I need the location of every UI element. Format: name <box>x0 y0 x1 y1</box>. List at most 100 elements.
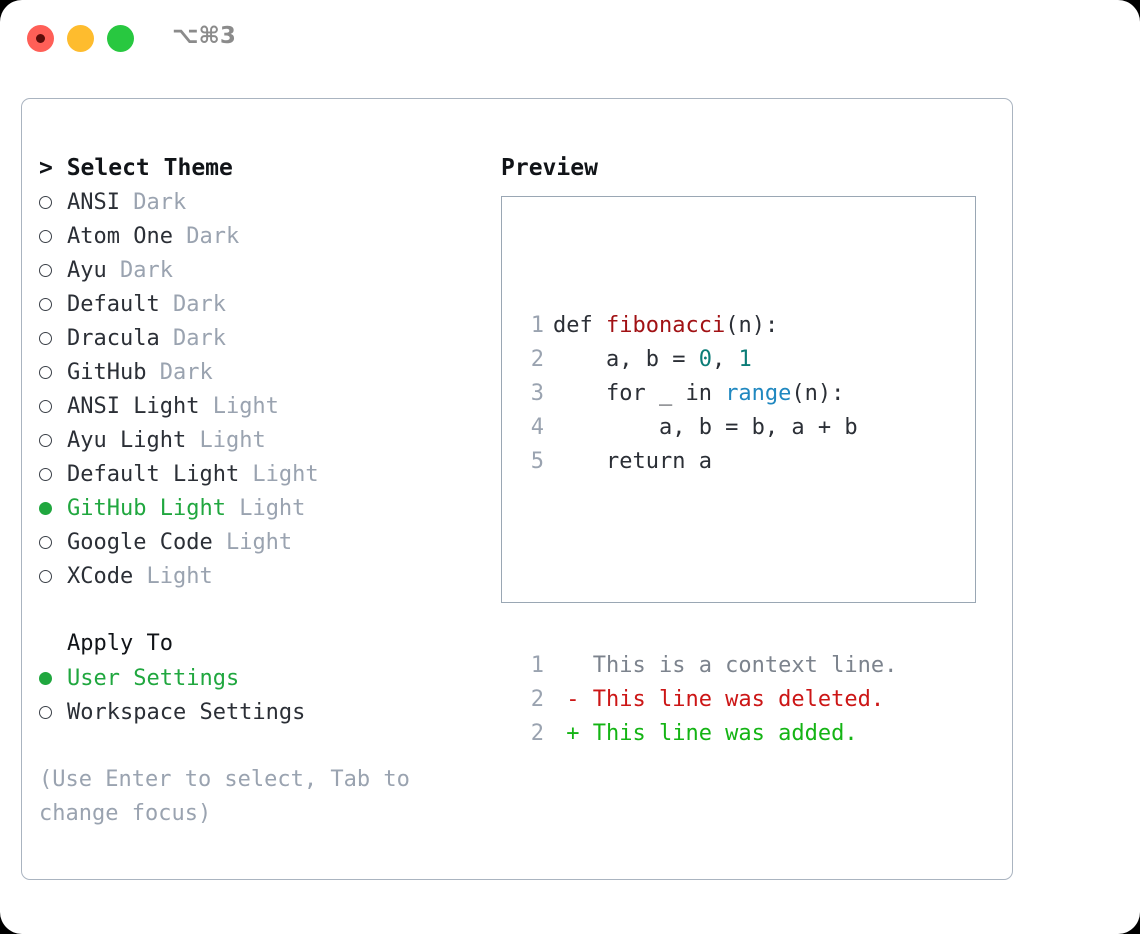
line-number: 1 <box>530 313 544 338</box>
line-number: 5 <box>530 449 544 474</box>
theme-item-label: GitHub Light <box>67 495 226 521</box>
theme-item-9[interactable]: GitHub Light Light <box>39 491 489 525</box>
code-line: 2 a, b = 0, 1 <box>514 343 897 377</box>
radio-unselected-icon[interactable] <box>39 219 67 253</box>
radio-unselected-icon[interactable] <box>39 559 67 593</box>
radio-circle <box>39 331 52 345</box>
radio-circle <box>39 501 52 515</box>
minimize-window-button[interactable] <box>67 25 94 52</box>
apply-to-item-label: Workspace Settings <box>67 699 306 725</box>
theme-item-variant: Light <box>133 563 213 589</box>
close-window-button[interactable] <box>27 25 54 52</box>
code-token: return a <box>553 449 712 474</box>
theme-item-variant: Dark <box>119 189 187 215</box>
radio-unselected-icon[interactable] <box>39 389 67 423</box>
radio-unselected-icon[interactable] <box>39 423 67 457</box>
radio-circle <box>39 671 52 685</box>
theme-item-variant: Dark <box>172 223 240 249</box>
diff-line: 1 This is a context line. <box>514 649 898 683</box>
code-line: 5 return a <box>514 445 897 479</box>
code-token: a, b = b, a + b <box>553 415 858 440</box>
theme-item-7[interactable]: Ayu Light Light <box>39 423 489 457</box>
radio-unselected-icon[interactable] <box>39 457 67 491</box>
code-line-text: return a <box>553 445 712 479</box>
radio-unselected-icon[interactable] <box>39 287 67 321</box>
theme-item-variant: Light <box>186 427 266 453</box>
select-theme-heading: > Select Theme <box>39 155 233 181</box>
code-token: 0 <box>698 347 712 372</box>
radio-selected-icon[interactable] <box>39 661 67 695</box>
code-token: for _ in <box>553 381 726 406</box>
code-token: def <box>553 313 606 338</box>
theme-item-variant: Light <box>199 393 279 419</box>
window-titlebar: ⌥⌘3 <box>0 0 1140 78</box>
theme-item-10[interactable]: Google Code Light <box>39 525 489 559</box>
theme-item-label: ANSI Light <box>67 393 200 419</box>
theme-item-label: ANSI <box>67 189 120 215</box>
code-token: , <box>711 347 739 372</box>
theme-item-2[interactable]: Ayu Dark <box>39 253 489 287</box>
apply-to-item-label: User Settings <box>67 665 240 691</box>
theme-item-0[interactable]: ANSI Dark <box>39 185 489 219</box>
radio-circle <box>39 467 52 481</box>
code-token: (n): <box>791 381 845 406</box>
line-number: 2 <box>530 721 544 746</box>
code-token: range <box>725 381 792 406</box>
radio-circle <box>39 569 52 583</box>
line-number: 2 <box>530 347 544 372</box>
code-token: (n): <box>725 313 779 338</box>
preview-heading: Preview <box>501 155 598 181</box>
theme-item-5[interactable]: GitHub Dark <box>39 355 489 389</box>
diff-line-text: + This line was added. <box>553 721 858 746</box>
radio-unselected-icon[interactable] <box>39 253 67 287</box>
theme-item-label: XCode <box>67 563 134 589</box>
theme-item-variant: Dark <box>159 291 226 317</box>
diff-line-text: This is a context line. <box>553 653 898 678</box>
maximize-window-button[interactable] <box>107 25 134 52</box>
code-line-text: for _ in range(n): <box>553 377 844 411</box>
radio-unselected-icon[interactable] <box>39 355 67 389</box>
radio-unselected-icon[interactable] <box>39 695 67 729</box>
apply-to-item-0[interactable]: User Settings <box>39 661 489 695</box>
code-line-text: def fibonacci(n): <box>553 309 778 343</box>
radio-circle <box>39 705 52 719</box>
line-number: 2 <box>530 687 544 712</box>
radio-unselected-icon[interactable] <box>39 525 67 559</box>
theme-item-1[interactable]: Atom One Dark <box>39 219 489 253</box>
radio-circle <box>39 535 52 549</box>
code-line: 3 for _ in range(n): <box>514 377 897 411</box>
theme-item-variant: Light <box>239 461 319 487</box>
code-line: 4 a, b = b, a + b <box>514 411 897 445</box>
theme-item-variant: Light <box>212 529 293 555</box>
keyboard-shortcut-label: ⌥⌘3 <box>172 23 236 49</box>
theme-item-label: Default <box>67 291 160 317</box>
theme-item-4[interactable]: Dracula Dark <box>39 321 489 355</box>
theme-item-variant: Dark <box>159 325 226 351</box>
apply-to-heading: Apply To <box>67 631 173 656</box>
radio-circle <box>39 399 52 413</box>
theme-item-label: Google Code <box>67 529 213 555</box>
theme-item-6[interactable]: ANSI Light Light <box>39 389 489 423</box>
diff-lines: 1 This is a context line.2 - This line w… <box>514 649 898 751</box>
theme-item-8[interactable]: Default Light Light <box>39 457 489 491</box>
apply-to-item-1[interactable]: Workspace Settings <box>39 695 489 729</box>
theme-item-11[interactable]: XCode Light <box>39 559 489 593</box>
radio-circle <box>39 297 52 311</box>
radio-selected-icon[interactable] <box>39 491 67 525</box>
radio-unselected-icon[interactable] <box>39 185 67 219</box>
diff-line: 2 + This line was added. <box>514 717 897 751</box>
theme-item-variant: Light <box>225 495 306 521</box>
radio-circle <box>39 195 52 209</box>
radio-circle <box>39 433 52 447</box>
radio-unselected-icon[interactable] <box>39 321 67 355</box>
code-line: 1 def fibonacci(n): <box>514 309 897 343</box>
theme-item-3[interactable]: Default Dark <box>39 287 489 321</box>
code-line-text: a, b = b, a + b <box>553 411 858 445</box>
